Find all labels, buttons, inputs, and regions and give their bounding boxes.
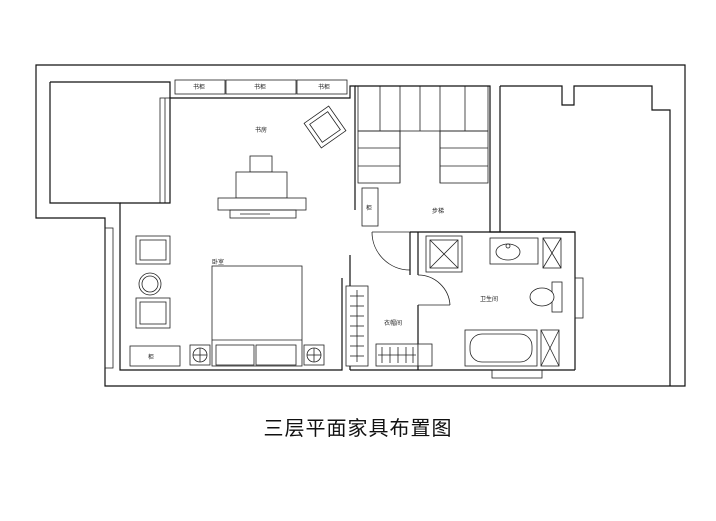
stair-cabinet-label: 柜 — [366, 204, 372, 212]
armchair-bottom — [135, 297, 171, 329]
armchair — [303, 105, 347, 149]
bedside-right — [303, 344, 325, 366]
desk-chair — [235, 171, 288, 199]
bath-wall — [409, 231, 576, 370]
balcony-wall — [49, 81, 171, 218]
room-label-study: 书房 — [255, 126, 267, 134]
plan-caption: 三层平面家具布置图 — [263, 416, 453, 440]
desk-inner — [229, 209, 297, 219]
closet-rack-vertical — [345, 285, 369, 367]
bench-right — [255, 344, 297, 366]
staircase — [357, 85, 489, 184]
bath-window-right — [574, 277, 584, 319]
bathtub — [464, 329, 538, 367]
shower — [425, 235, 463, 273]
desk-chair-back — [249, 155, 273, 173]
room-label-bathroom: 卫生间 — [480, 295, 498, 303]
shelf-diag2 — [542, 237, 562, 269]
stair-door — [371, 231, 411, 271]
toilet — [529, 281, 563, 313]
closet-corner — [417, 343, 433, 367]
cabinet-left — [174, 79, 226, 95]
cabinet-right-label: 书柜 — [318, 83, 330, 91]
tv-stand-label: 柜 — [148, 353, 154, 361]
room-label-bedroom: 卧室 — [212, 258, 224, 266]
armchair-top — [135, 235, 171, 265]
desk — [217, 197, 307, 211]
bedroom-window — [104, 227, 114, 369]
room-label-closet: 衣帽间 — [384, 319, 402, 327]
bench-left — [215, 344, 255, 366]
floor-plan: 书柜 书柜 书柜 书房 卧室 柜 — [35, 64, 686, 387]
round-table — [138, 272, 162, 296]
bedside-left — [189, 344, 211, 366]
closet-rack-horizontal — [375, 343, 419, 367]
room-label-stair: 步梯 — [432, 207, 444, 215]
tv-stand — [129, 345, 181, 367]
vanity-sink — [489, 237, 539, 265]
closet-door — [417, 274, 451, 306]
cabinet-right — [296, 79, 348, 95]
cabinet-left-label: 书柜 — [193, 83, 205, 91]
tub-shelf-diag2 — [540, 329, 560, 367]
cabinet-mid — [225, 79, 297, 95]
right-room-wall — [500, 85, 671, 386]
stair-cabinet — [361, 187, 379, 227]
cabinet-mid-label: 书柜 — [254, 83, 266, 91]
outer-wall — [35, 64, 686, 387]
bath-window-bottom — [491, 369, 543, 379]
